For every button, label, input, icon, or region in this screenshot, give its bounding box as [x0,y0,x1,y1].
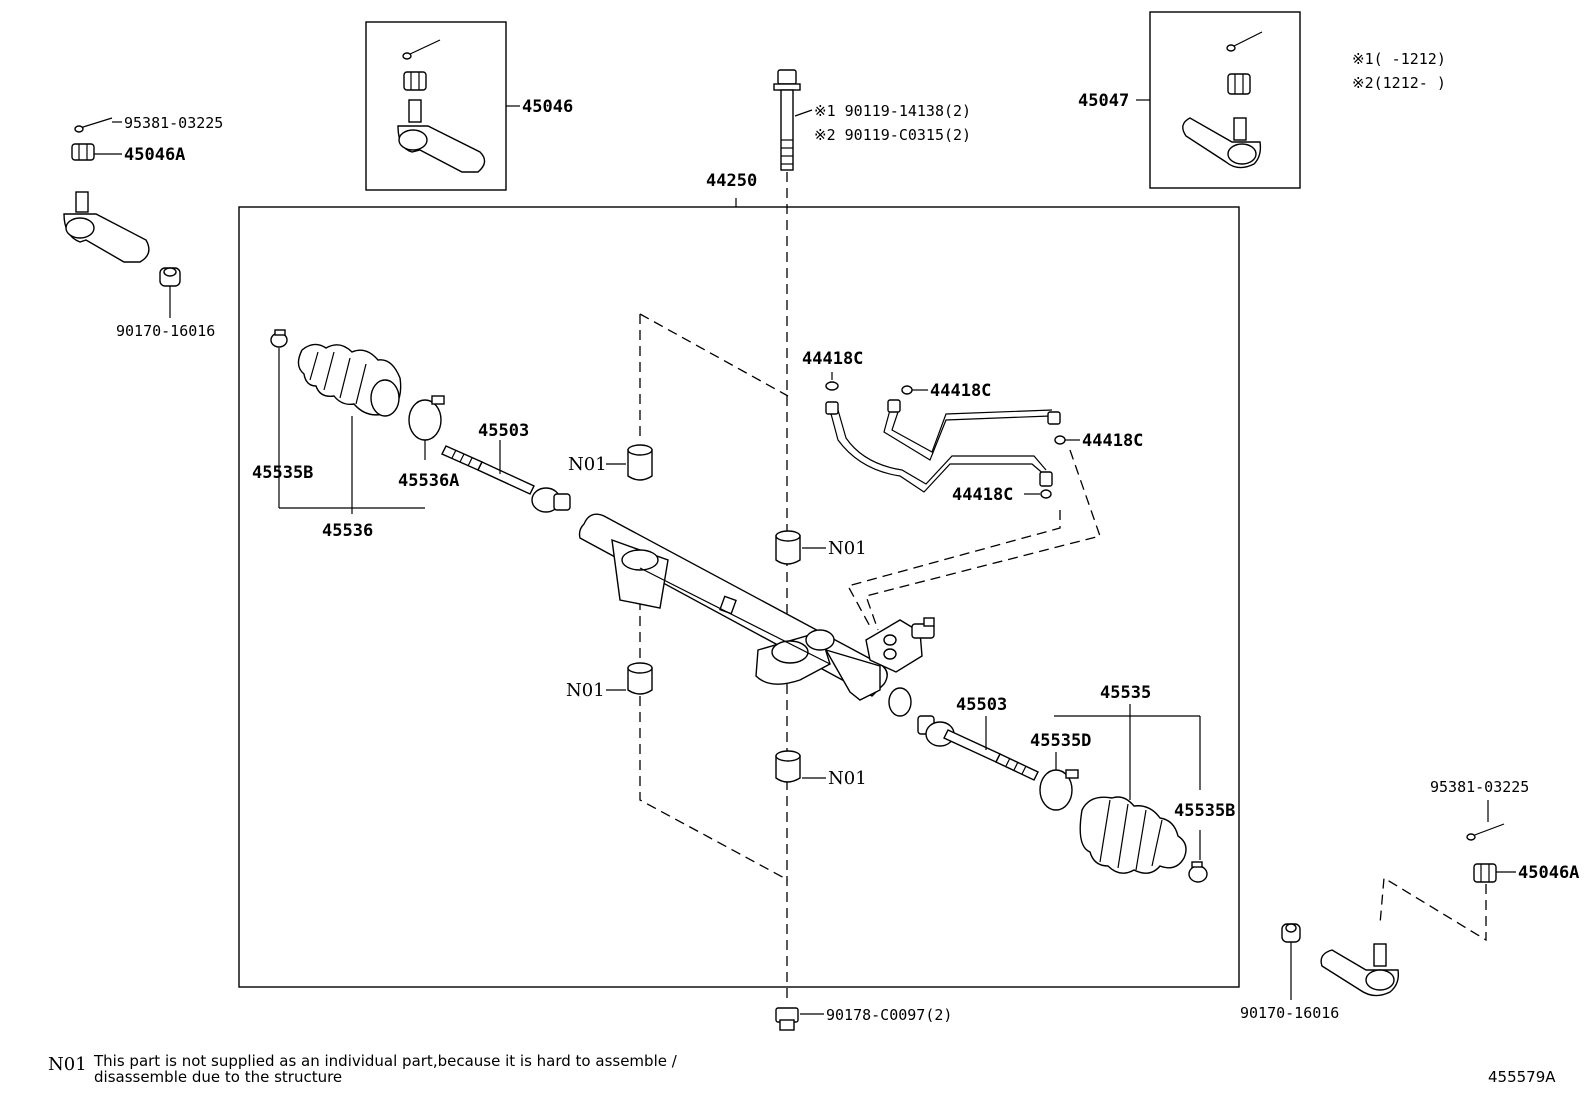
cotter-pin-icon [1466,823,1505,841]
label-45535B-right[interactable]: 45535B [1174,801,1235,821]
cotter-pin-icon [74,117,113,133]
clamp-ring-icon [1039,769,1079,811]
nut-icon [71,143,95,161]
cotter-pin-icon [1226,31,1263,52]
footnote-code: N01 [48,1054,87,1075]
assembly-frame-44250 [238,206,1240,988]
n01-cap-icon [775,530,801,565]
figure-id: 455579A [1488,1068,1556,1086]
footnote-line-2: disassemble due to the structure [94,1068,342,1086]
tie-rod-end-icon [1320,943,1400,997]
label-45535B-left[interactable]: 45535B [252,463,313,483]
label-45536A[interactable]: 45536A [398,471,459,491]
label-n01-c[interactable]: N01 [566,680,605,701]
label-90178[interactable]: 90178-C0097(2) [826,1006,952,1024]
legend-line-2: ※2(1212- ) [1352,74,1446,92]
nut-icon [1227,73,1251,95]
o-ring-icon [825,381,1066,499]
label-bolt-line1[interactable]: ※1 90119-14138(2) [814,102,971,120]
tie-rod-end-icon [63,191,150,263]
cotter-pin-icon [402,39,441,60]
label-45536[interactable]: 45536 [322,521,373,541]
label-45047[interactable]: 45047 [1078,91,1129,111]
tie-rod-icon [441,445,571,513]
bolt-icon [773,69,801,171]
legend-line-1: ※1( -1212) [1352,50,1446,68]
label-bolt-line2[interactable]: ※2 90119-C0315(2) [814,126,971,144]
label-44418C-a[interactable]: 44418C [802,349,863,369]
label-n01-b[interactable]: N01 [828,538,867,559]
inset-frame-45046 [365,21,507,191]
clamp-icon [1188,861,1208,883]
n01-cap-icon [627,662,653,695]
boot-bellows-icon [297,343,402,417]
bushing-icon [1281,923,1301,943]
flange-nut-icon [775,1007,799,1031]
footnote-line-1: This part is not supplied as an individu… [93,1052,678,1070]
label-44418C-c[interactable]: 44418C [1082,431,1143,451]
tie-rod-end-icon [397,99,486,173]
boot-bellows-icon [1079,796,1187,874]
label-44418C-b[interactable]: 44418C [930,381,991,401]
nut-icon [403,71,427,91]
label-45535D[interactable]: 45535D [1030,731,1091,751]
tie-rod-end-icon [1182,117,1262,169]
label-45046[interactable]: 45046 [522,97,573,117]
tie-rod-icon [917,715,1039,781]
label-95381-right[interactable]: 95381-03225 [1430,778,1529,796]
label-45503-left[interactable]: 45503 [478,421,529,441]
label-95381-left[interactable]: 95381-03225 [124,114,223,132]
clamp-icon [270,329,288,348]
label-44250[interactable]: 44250 [706,171,757,191]
label-90170-left[interactable]: 90170-16016 [116,322,215,340]
clamp-ring-icon [408,395,445,441]
n01-cap-icon [627,444,653,481]
label-45535[interactable]: 45535 [1100,683,1151,703]
nut-icon [1473,863,1497,883]
hydraulic-tube-icon [825,399,1061,493]
label-45046A-left[interactable]: 45046A [124,145,185,165]
label-45046A-right[interactable]: 45046A [1518,863,1579,883]
label-45503-right[interactable]: 45503 [956,695,1007,715]
rack-housing-icon [578,513,935,717]
label-n01-a[interactable]: N01 [568,454,607,475]
label-90170-right[interactable]: 90170-16016 [1240,1004,1339,1022]
n01-cap-icon [775,750,801,783]
bushing-icon [159,267,181,287]
label-n01-d[interactable]: N01 [828,768,867,789]
label-44418C-d[interactable]: 44418C [952,485,1013,505]
